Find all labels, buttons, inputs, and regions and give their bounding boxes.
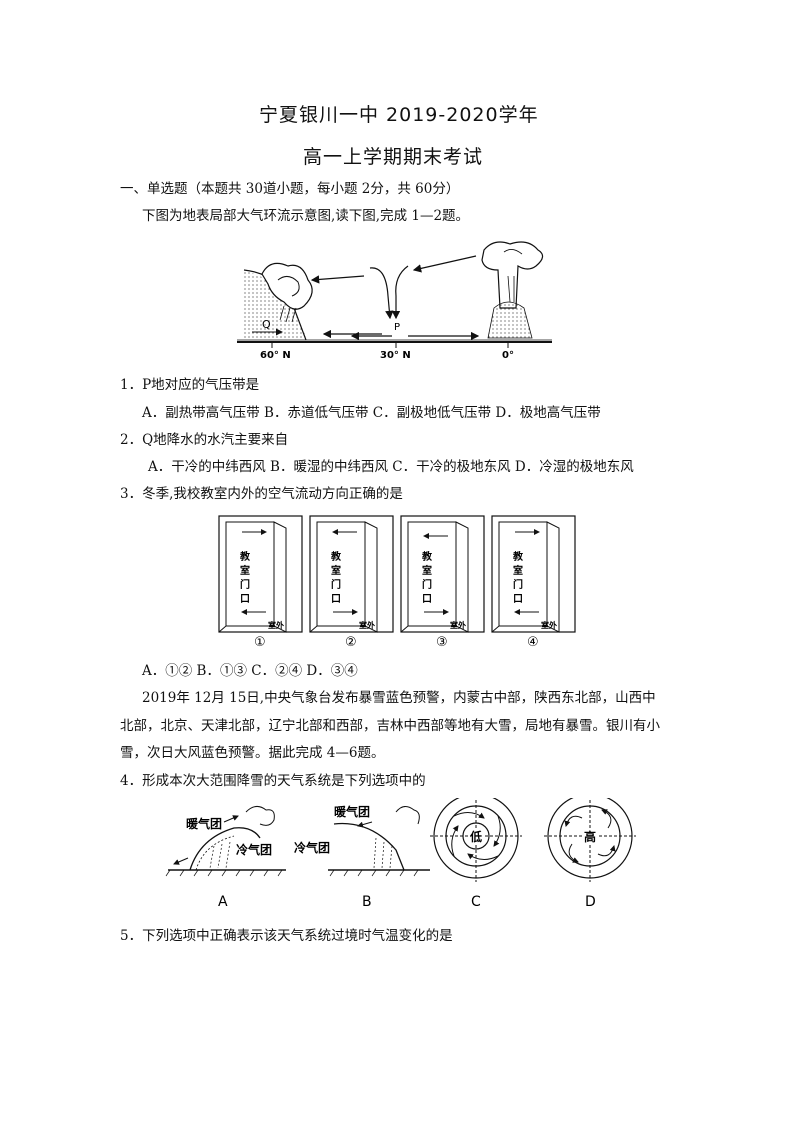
svg-text:口: 口: [513, 594, 523, 605]
door-panel-1: 教 室 门 口 室外: [218, 515, 303, 633]
svg-text:室: 室: [240, 564, 250, 577]
front-diagram-b: 暖气团 冷气团 B: [294, 804, 430, 910]
lat-60-label: 60° N: [260, 350, 291, 361]
svg-text:门: 门: [422, 578, 432, 591]
lat-30-label: 30° N: [380, 350, 411, 361]
svg-text:室: 室: [422, 564, 432, 577]
panel-label-4: ④: [527, 635, 539, 650]
svg-text:口: 口: [240, 594, 250, 605]
panel-label-3: ③: [436, 635, 448, 650]
svg-text:室外: 室外: [541, 620, 557, 630]
svg-text:口: 口: [331, 594, 341, 605]
cloud-right: [481, 241, 544, 309]
b-cold-label: 冷气团: [294, 840, 330, 855]
label-q: Q: [262, 318, 271, 331]
door-panel-4: 教 室 门 口 室外: [491, 515, 576, 633]
svg-text:室: 室: [513, 564, 523, 577]
b-warm-label: 暖气团: [334, 804, 370, 819]
cyclone-diagram-c: 低 C: [430, 798, 522, 910]
door-panel-2: 教 室 门 口 室外: [309, 515, 394, 633]
q1-options: A．副热带高气压带 B．赤道低气压带 C．副极地低气压带 D．极地高气压带: [142, 405, 601, 421]
passage-line-2: 北部，北京、天津北部，辽宁北部和西部，吉林中西部等地有大雪，局地有暴雪。银川有小: [120, 718, 660, 734]
choice-d: D: [585, 894, 596, 910]
front-diagram-a: 暖气团 冷气团 A: [165, 806, 286, 910]
svg-text:门: 门: [331, 578, 341, 591]
section-intro: 下图为地表局部大气环流示意图,读下图,完成 1—2题。: [142, 208, 470, 224]
q2-options: A．干冷的中纬西风 B．暖湿的中纬西风 C．干冷的极地东风 D．冷湿的极地东风: [148, 459, 634, 475]
q1-stem: 1．P地对应的气压带是: [120, 377, 260, 393]
svg-text:门: 门: [513, 578, 523, 591]
passage-line-1: 2019年 12月 15日,中央气象台发布暴雪蓝色预警，内蒙古中部，陕西东北部，…: [142, 690, 656, 706]
page-title: 宁夏银川一中 2019-2020学年: [259, 104, 539, 126]
svg-text:口: 口: [422, 594, 432, 605]
page-subtitle: 高一上学期期末考试: [303, 146, 484, 168]
svg-text:室外: 室外: [450, 620, 466, 630]
a-warm-label: 暖气团: [186, 816, 222, 831]
q2-stem: 2．Q地降水的水汽主要来自: [120, 432, 289, 448]
svg-text:教: 教: [239, 550, 251, 563]
q4-stem: 4．形成本次大范围降雪的天气系统是下列选项中的: [120, 773, 426, 789]
svg-text:门: 门: [240, 578, 250, 591]
circulation-diagram: Q P 60° N 30° N 0°: [237, 241, 552, 361]
svg-text:室: 室: [331, 564, 341, 577]
q3-options: A．①② B．①③ C．②④ D．③④: [142, 663, 358, 679]
passage-line-3: 雪，次日大风蓝色预警。据此完成 4—6题。: [120, 745, 385, 761]
panel-label-1: ①: [254, 635, 266, 650]
choice-a: A: [218, 894, 228, 910]
cold-air-region: [242, 270, 308, 340]
label-p: P: [394, 322, 400, 333]
svg-text:室外: 室外: [268, 620, 284, 630]
svg-text:教: 教: [330, 550, 342, 563]
q5-stem: 5．下列选项中正确表示该天气系统过境时气温变化的是: [120, 928, 453, 944]
lat-0-label: 0°: [502, 350, 514, 361]
q3-stem: 3．冬季,我校教室内外的空气流动方向正确的是: [120, 486, 403, 502]
weather-systems-diagram: 暖气团 冷气团 A 暖气团 冷气团 B 低: [165, 798, 636, 910]
door-panel-3: 教 室 门 口 室外: [400, 515, 485, 633]
svg-text:室外: 室外: [359, 620, 375, 630]
choice-b: B: [362, 894, 372, 910]
door-diagrams: 教 室 门 口 室外 教 室 门 口 室外 教 室 门 口 室外: [218, 515, 576, 650]
panel-label-2: ②: [345, 635, 357, 650]
cloud-left: [261, 262, 313, 310]
svg-text:教: 教: [421, 550, 433, 563]
anticyclone-diagram-d: 高 D: [544, 798, 636, 910]
high-label: 高: [584, 829, 596, 844]
svg-text:教: 教: [512, 550, 524, 563]
section-heading: 一、单选题（本题共 30道小题，每小题 2分，共 60分）: [120, 181, 460, 197]
low-label: 低: [469, 829, 482, 844]
choice-c: C: [471, 894, 481, 910]
a-cold-label: 冷气团: [236, 842, 272, 857]
